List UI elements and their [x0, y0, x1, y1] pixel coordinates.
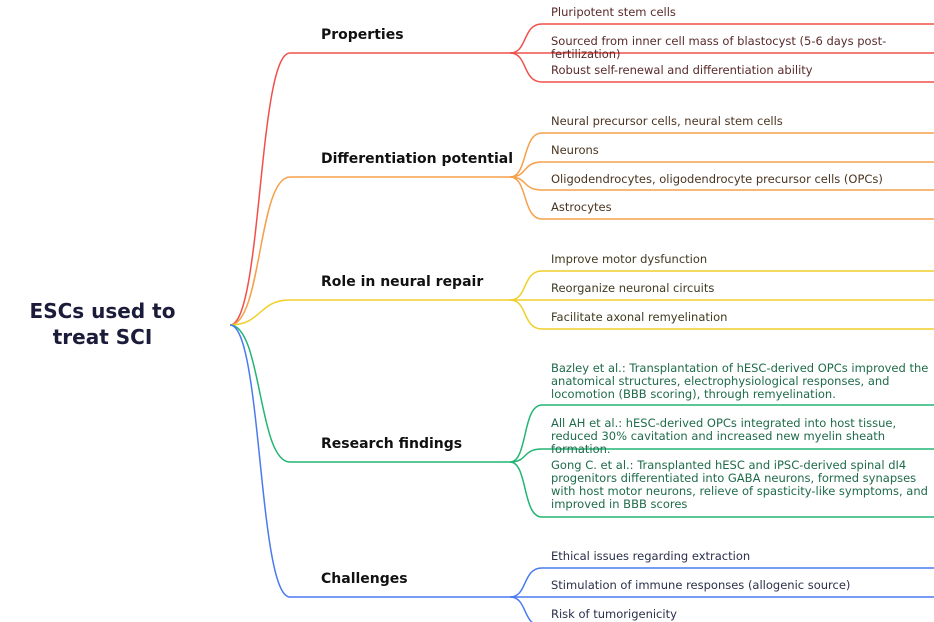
- leaf-node: Gong C. et al.: Transplanted hESC and iP…: [551, 458, 928, 511]
- leaf-node: Reorganize neuronal circuits: [551, 281, 715, 295]
- branch-connector: [229, 299, 510, 326]
- leaf-node: Stimulation of immune responses (allogen…: [551, 578, 851, 592]
- branch-connector: [229, 324, 510, 463]
- leaf-connector: [509, 596, 533, 622]
- leaf-connector: [509, 270, 934, 301]
- leaf-connector: [509, 299, 934, 330]
- leaf-node: Neurons: [551, 143, 599, 157]
- leaf-node: Neural precursor cells, neural stem cell…: [551, 114, 783, 128]
- leaf-node: All AH et al.: hESC-derived OPCs integra…: [551, 416, 897, 456]
- leaf-connector: [509, 161, 934, 178]
- leaf-node: Pluripotent stem cells: [551, 5, 676, 19]
- leaf-node: Bazley et al.: Transplantation of hESC-d…: [551, 361, 929, 401]
- branch-label: Research findings: [321, 436, 463, 452]
- leaf-node: Facilitate axonal remyelination: [551, 310, 728, 324]
- leaf-connector: [509, 461, 934, 518]
- leaf-connector: [509, 404, 934, 463]
- leaf-node: Improve motor dysfunction: [551, 252, 708, 266]
- leaf-node: Sourced from inner cell mass of blastocy…: [551, 34, 887, 61]
- leaf-connector: [509, 52, 934, 83]
- leaf-node: Ethical issues regarding extraction: [551, 549, 751, 563]
- leaf-node: Astrocytes: [551, 200, 612, 214]
- leaf-connector: [509, 176, 934, 220]
- leaf-node: Risk of tumorigenicity: [551, 607, 677, 621]
- leaf-connector: [509, 448, 934, 463]
- branch-connector: [229, 52, 510, 326]
- branch-label: Role in neural repair: [321, 274, 484, 290]
- branch-label: Differentiation potential: [321, 151, 514, 167]
- leaf-connector: [509, 23, 934, 54]
- leaf-node: Oligodendrocytes, oligodendrocyte precur…: [551, 172, 883, 186]
- leaf-node: Robust self-renewal and differentiation …: [551, 63, 813, 77]
- root-node: ESCs used to treat SCI: [29, 299, 176, 349]
- branch-label: Properties: [321, 27, 404, 43]
- branch-label: Challenges: [321, 571, 408, 587]
- leaf-connector: [509, 132, 934, 178]
- branch-connector: [229, 324, 510, 598]
- leaf-connector: [509, 567, 934, 598]
- branch-connector: [229, 176, 510, 326]
